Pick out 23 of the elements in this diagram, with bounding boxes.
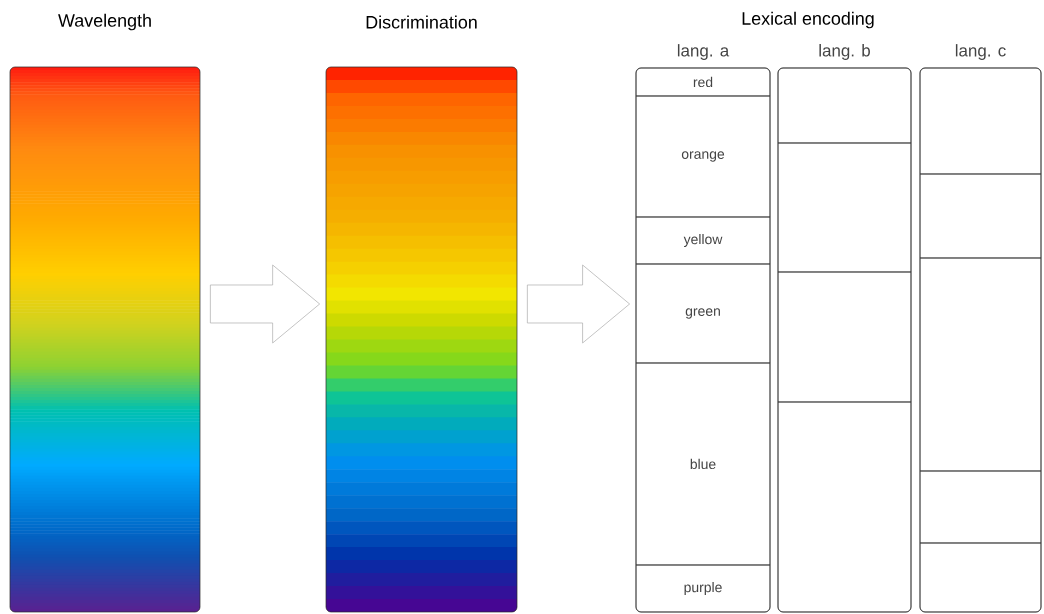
bar-title: Wavelength xyxy=(58,13,151,31)
block-arrow xyxy=(210,264,320,344)
empty-cell xyxy=(919,67,1042,175)
empty-cell xyxy=(777,142,912,273)
column-heading: lang. c xyxy=(955,44,1006,60)
empty-cell xyxy=(777,401,912,613)
term-cell: blue xyxy=(635,362,771,566)
column-heading: lang. a xyxy=(677,44,730,60)
term-cell: green xyxy=(635,263,771,364)
empty-cell xyxy=(919,470,1042,544)
bar-title: Discrimination xyxy=(366,15,477,29)
term-cell: red xyxy=(635,67,771,97)
term-cell: purple xyxy=(635,564,771,613)
empty-cell xyxy=(919,257,1042,472)
empty-cell xyxy=(919,542,1042,613)
term-cell: orange xyxy=(635,95,771,218)
empty-cell xyxy=(919,173,1042,259)
block-arrow xyxy=(527,264,630,344)
column-heading: lang. b xyxy=(819,44,870,60)
term-cell: yellow xyxy=(635,216,771,265)
empty-cell xyxy=(777,67,912,144)
empty-cell xyxy=(777,271,912,403)
heading: Lexical encoding xyxy=(742,11,874,29)
